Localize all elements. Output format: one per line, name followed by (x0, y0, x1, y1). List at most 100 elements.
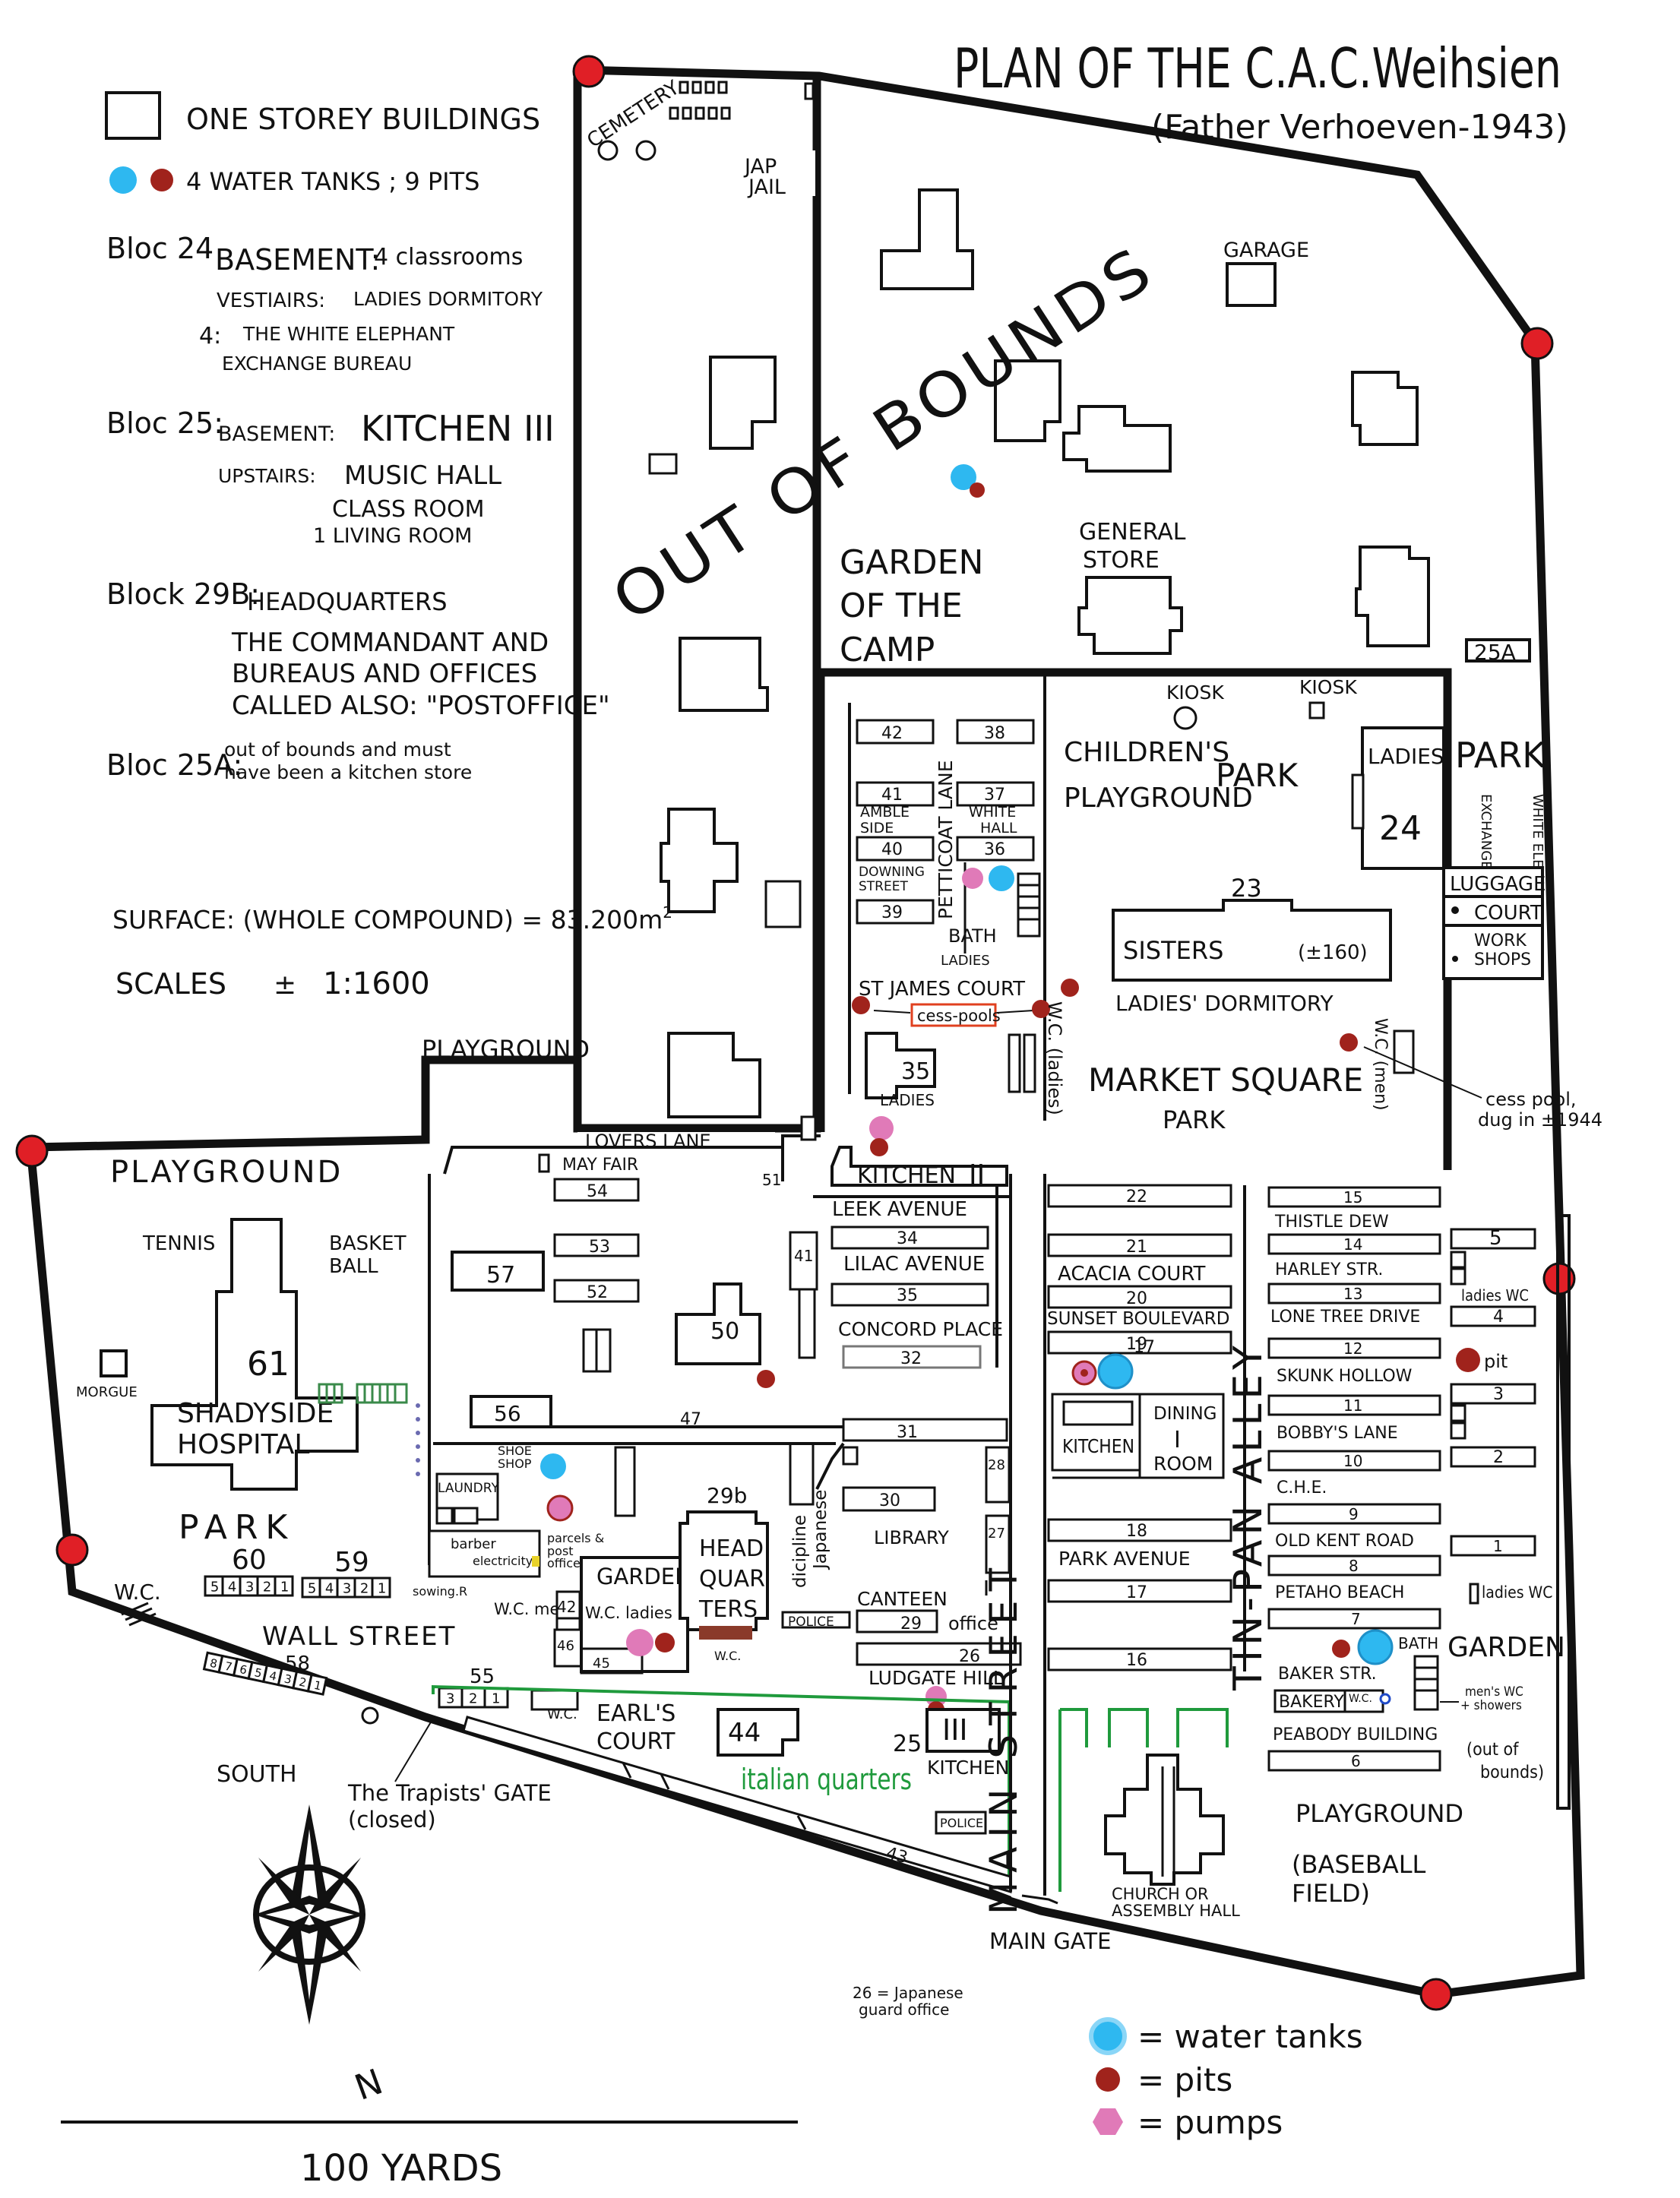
building-53 (553, 1233, 640, 1257)
trapists-gate-2: (closed) (348, 1807, 436, 1833)
court-dot (1451, 906, 1459, 914)
one-storey-swatch (105, 91, 161, 140)
ambleside-1: AMBLE (860, 804, 910, 821)
building-17a-number: 17 (1134, 1338, 1155, 1357)
bloc25-basement: KITCHEN III (361, 408, 555, 449)
parcels-3: office (547, 1556, 581, 1570)
building-55-number: 55 (470, 1665, 495, 1688)
building-25a (1465, 638, 1531, 663)
building-41b-number: 41 (794, 1247, 813, 1265)
building-outline (1062, 405, 1172, 473)
water-tank (989, 865, 1014, 891)
unit-number: 3 (446, 1691, 454, 1707)
building-outline (1351, 371, 1419, 446)
building-outline (614, 1446, 636, 1517)
building-outline (994, 359, 1061, 442)
out-of-bounds-strip (1556, 1214, 1571, 1810)
building-25-number: 25 (893, 1731, 922, 1757)
canteen-label: CANTEEN (857, 1588, 948, 1610)
building-51-number: 51 (762, 1171, 781, 1189)
building-35-number: 35 (901, 1058, 930, 1085)
general-store-1: GENERAL (1079, 519, 1186, 546)
compass-rose (253, 1804, 365, 2025)
building-30 (842, 1486, 936, 1512)
building-outline (709, 356, 777, 450)
building-17 (1047, 1579, 1232, 1603)
skunk-hollow-label: SKUNK HOLLOW (1277, 1367, 1413, 1386)
building-1-number: 1 (1493, 1537, 1503, 1555)
kitchen-1-inner (1062, 1400, 1134, 1426)
court-label: COURT (1474, 902, 1542, 925)
unit-number: 5 (253, 1665, 263, 1681)
unit-number: 3 (343, 1581, 351, 1597)
market-park-label: PARK (1163, 1105, 1226, 1134)
workshops-label-1: WORK (1474, 931, 1527, 950)
building-37-number: 37 (984, 786, 1005, 805)
building-24-wing (1351, 773, 1365, 830)
pump (626, 1629, 653, 1656)
small-building (1469, 1583, 1479, 1605)
small-building (538, 1153, 550, 1173)
building-27 (985, 1514, 1011, 1574)
bloc24-basement-label: BASEMENT: (215, 243, 380, 277)
building-outline (789, 1442, 815, 1506)
leek-avenue-label: LEEK AVENUE (832, 1198, 967, 1221)
dining-room-1-label: DINING (1153, 1404, 1217, 1424)
laundry-label: LAUNDRY (438, 1481, 499, 1496)
morgue-label: MORGUE (76, 1384, 138, 1400)
building-16 (1047, 1647, 1232, 1671)
scales-pm: ± (274, 969, 296, 1001)
dining-room-1 (1138, 1393, 1225, 1479)
unit-number: 3 (283, 1671, 293, 1687)
south-label: SOUTH (217, 1761, 297, 1788)
building-29 (856, 1609, 938, 1633)
unit-cell (483, 1687, 509, 1709)
building-47-number: 47 (680, 1410, 701, 1429)
building-18-number: 18 (1126, 1522, 1147, 1541)
unit-cell (306, 1673, 328, 1696)
japanese-guard-2: guard office (859, 2000, 949, 2019)
pit (757, 1370, 775, 1388)
corner-tower (55, 1533, 89, 1567)
building-28 (985, 1446, 1011, 1504)
pit (1032, 1000, 1050, 1018)
headquarters-2: QUAR (699, 1566, 765, 1592)
basketball-1: BASKET (329, 1232, 407, 1255)
corner-tower (572, 55, 606, 88)
bloc24-vestiairs: LADIES DORMITORY (353, 288, 543, 310)
bloc24-four-2: EXCHANGE BUREAU (222, 353, 412, 375)
building-29-number: 29 (900, 1615, 922, 1633)
unit-number: 7 (223, 1659, 233, 1675)
wall-street-label: WALL STREET (262, 1621, 456, 1652)
cess-pools-label: cess-pools (917, 1007, 1001, 1025)
building-56 (470, 1395, 552, 1428)
legend-water-swatch (1089, 2017, 1127, 2055)
market-square-label: MARKET SQUARE (1088, 1061, 1363, 1099)
morgue-building (100, 1349, 128, 1377)
police-gate-label: POLICE (940, 1816, 983, 1830)
garden-right-label: GARDEN (1447, 1632, 1565, 1663)
peabody-label: PEABODY BUILDING (1273, 1725, 1438, 1744)
church-label-1: CHURCH OR (1112, 1885, 1209, 1903)
building-41b (789, 1231, 818, 1291)
unit-number: 6 (239, 1662, 248, 1678)
building-26-number: 26 (959, 1647, 980, 1666)
general-store-building (1077, 576, 1183, 655)
building-44 (717, 1708, 799, 1757)
building-21-number: 21 (1126, 1238, 1147, 1257)
kitchen-2-label: KITCHEN (857, 1162, 956, 1189)
building-17-number: 17 (1126, 1583, 1147, 1602)
petticoat-lane-label: PETTICOAT LANE (935, 760, 957, 919)
building-60-number: 60 (232, 1545, 267, 1576)
bottom-legend: = water tanks = pits = pumps (1089, 2017, 1363, 2141)
bloc25-basement-label: BASEMENT: (218, 422, 335, 446)
building-marker (361, 1706, 379, 1725)
police-gate (935, 1811, 987, 1835)
building-41-number: 41 (881, 786, 903, 805)
workshops-label-2: SHOPS (1474, 950, 1531, 969)
mens-wc-2: + showers (1460, 1698, 1522, 1713)
block29b-4: CALLED ALSO: "POSTOFFICE" (232, 691, 610, 721)
garage-label: GARAGE (1223, 239, 1309, 262)
building-36 (956, 836, 1035, 862)
